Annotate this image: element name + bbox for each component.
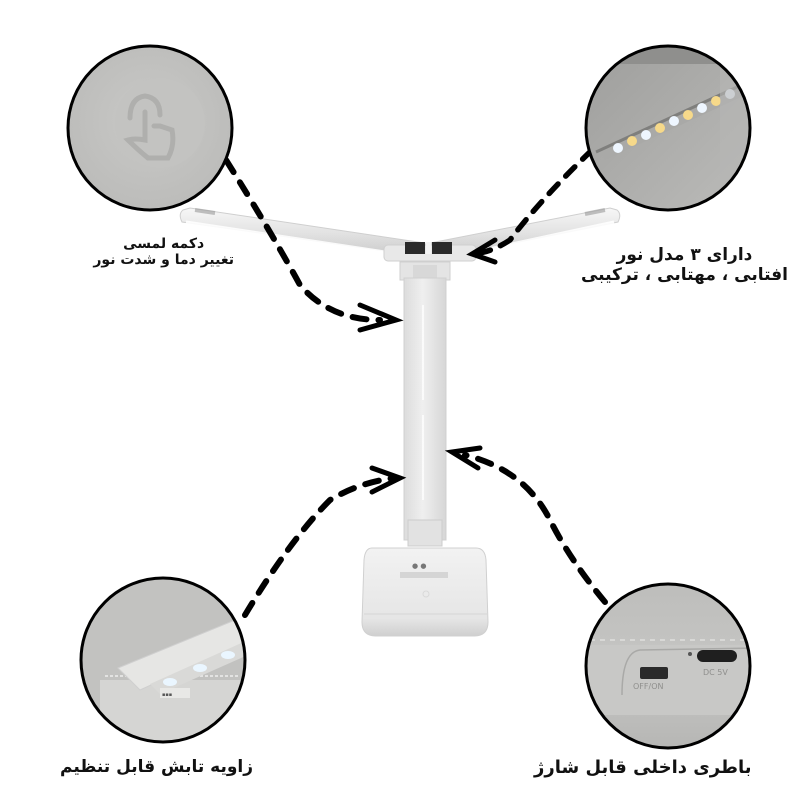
lamp-stem [399, 261, 451, 547]
switch-port [640, 667, 668, 679]
arrow-touch-button [223, 157, 404, 333]
zoom-circle-rechargeable-battery: OFF/ON DC 5V [584, 582, 752, 750]
lamp-hub [383, 242, 477, 262]
caption-line: تغییر دما و شدت نور [93, 252, 234, 269]
desk-lamp: ● ● [179, 207, 621, 637]
arrow-light-modes [466, 147, 595, 265]
lamp-right-arm [429, 207, 621, 255]
caption-light-modes: دارای ۳ مدل نور افتابی ، مهتابی ، ترکیبی [580, 245, 788, 285]
zoom-circle-touch-button [66, 44, 234, 212]
caption-touch-button: دکمه لمسی تغییر دما و شدت نور [93, 236, 234, 268]
lamp-base: ● ● [361, 547, 489, 637]
dc-port [697, 650, 737, 662]
caption-line: دارای ۳ مدل نور [616, 245, 753, 265]
touch-hand-icon [123, 93, 176, 161]
caption-line: دکمه لمسی [123, 236, 205, 252]
arrow-adjustable-angle [242, 465, 407, 618]
zoom-circle-adjustable-angle: ▪▪▪ [79, 576, 247, 744]
svg-text:● ●: ● ● [412, 562, 426, 570]
caption-rechargeable-battery: باطری داخلی قابل شارژ [534, 757, 752, 779]
svg-text:▪▪▪: ▪▪▪ [162, 692, 172, 698]
zoom-circle-light-modes [584, 44, 752, 212]
caption-line: باطری داخلی قابل شارژ [534, 757, 752, 778]
svg-text:DC 5V: DC 5V [703, 668, 728, 677]
caption-adjustable-angle: زاویه تابش قابل تنظیم [60, 757, 254, 778]
svg-text:OFF/ON: OFF/ON [633, 682, 663, 691]
caption-line: افتابی ، مهتابی ، ترکیبی [580, 264, 788, 285]
arrow-rechargeable-battery [444, 445, 608, 605]
hinge-leds [163, 651, 235, 686]
caption-line: زاویه تابش قابل تنظیم [60, 757, 254, 777]
